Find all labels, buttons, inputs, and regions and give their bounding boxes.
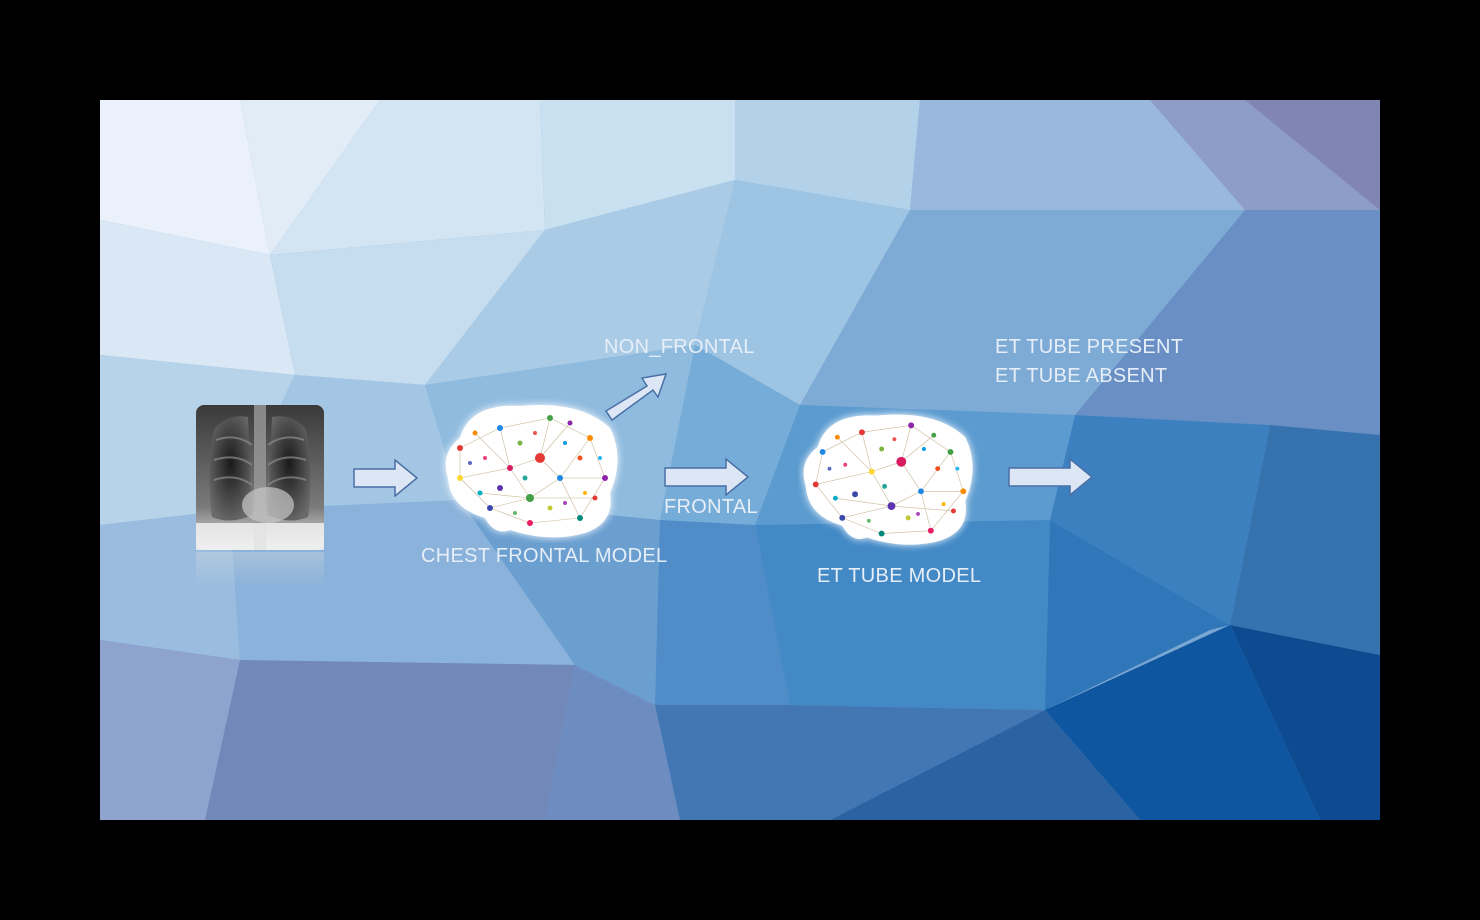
diagram-slide: CHEST FRONTAL MODEL NON_FRONTAL FRONTAL (100, 100, 1380, 820)
arrow-to-et-tube-model (664, 458, 750, 496)
et-tube-model-network-icon (803, 414, 973, 545)
output-et-tube-present: ET TUBE PRESENT (995, 336, 1184, 358)
low-poly-background (100, 100, 1380, 820)
arrow-to-non-frontal (604, 373, 668, 422)
non-frontal-branch-label: NON_FRONTAL (604, 336, 755, 358)
xray-reflection (196, 552, 324, 587)
et-tube-model-label: ET TUBE MODEL (817, 565, 982, 587)
chest-xray-image (196, 405, 324, 550)
arrow-to-et-tube-output (1008, 458, 1094, 496)
frontal-branch-label: FRONTAL (664, 496, 758, 518)
chest-frontal-model-label: CHEST FRONTAL MODEL (421, 545, 668, 567)
arrow-to-chest-model (353, 459, 419, 497)
output-et-tube-absent: ET TUBE ABSENT (995, 365, 1168, 387)
chest-frontal-model-network-icon (445, 404, 618, 538)
